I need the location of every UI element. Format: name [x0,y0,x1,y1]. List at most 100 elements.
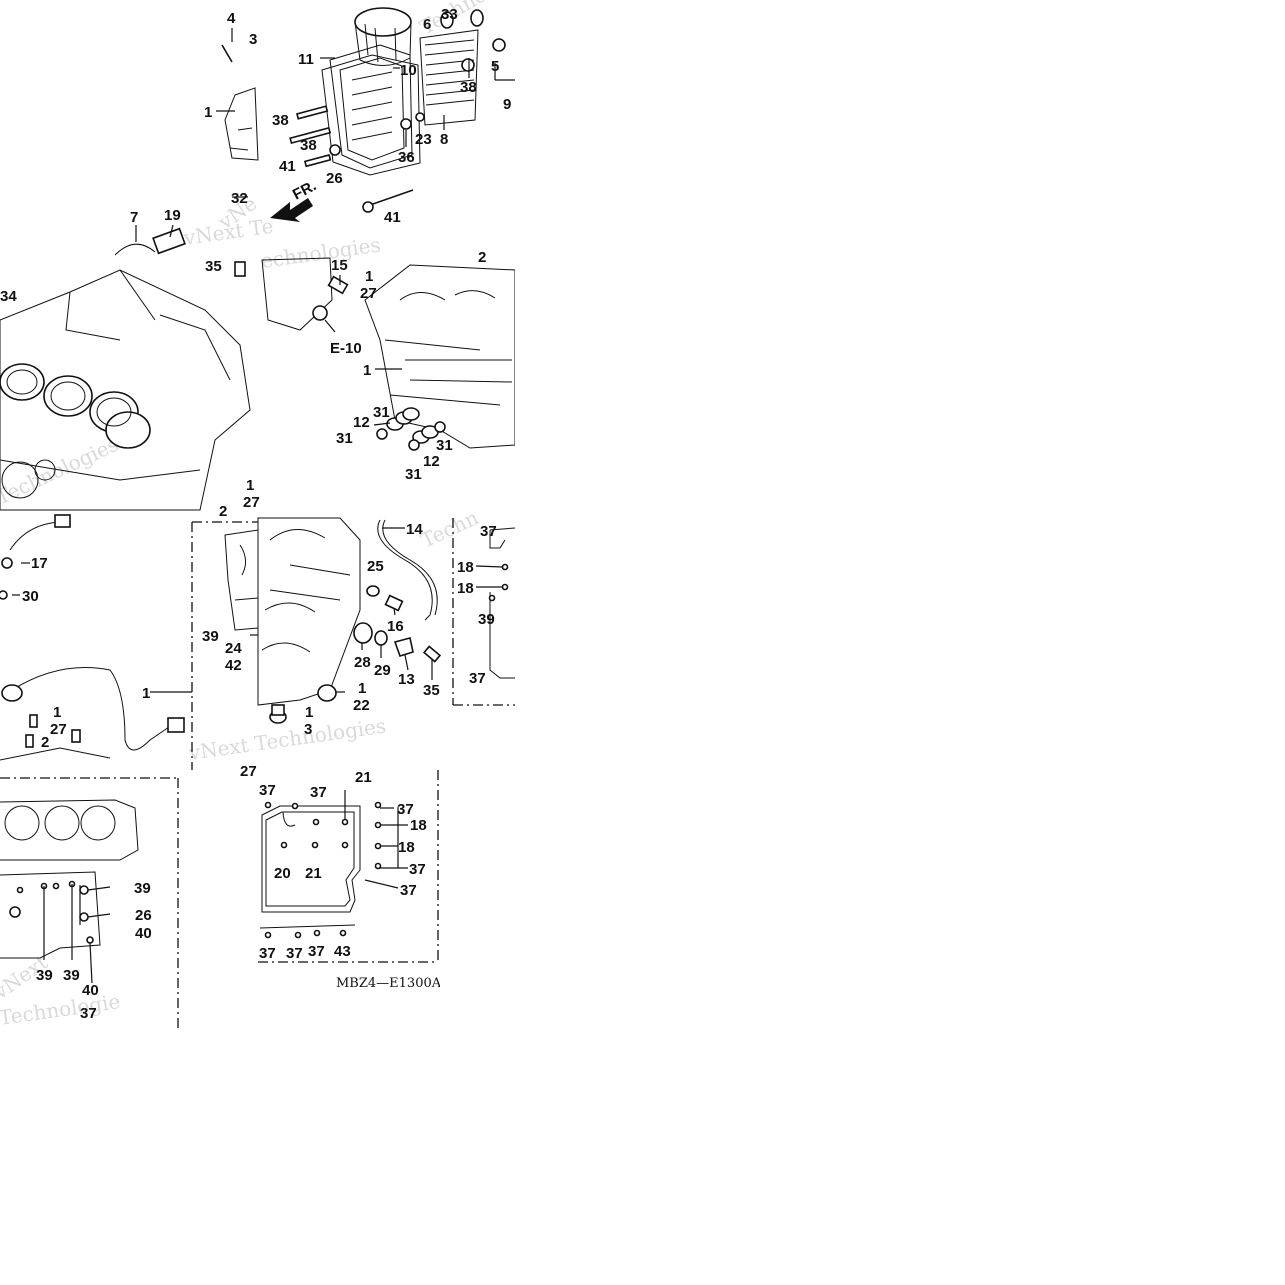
panel-harness [0,514,259,770]
callout-29: 29 [374,662,391,679]
callout-35: 35 [423,682,440,699]
callout-38: 38 [460,79,477,96]
callout-37: 37 [480,523,497,540]
callout-25: 25 [367,558,384,575]
direction-label: FR. [290,177,319,203]
panel-cylinder-block [0,28,259,511]
callout-40: 40 [135,925,152,942]
callout-43: 43 [334,943,351,960]
callout-7: 7 [130,209,138,226]
callout-1: 1 [204,104,212,121]
callout-22: 22 [353,697,370,714]
callout-21: 21 [305,865,322,882]
callout-18: 18 [457,559,474,576]
callout-27: 27 [50,721,67,738]
callout-28: 28 [354,654,371,671]
leader-lines [12,57,515,984]
callout-37: 37 [259,782,276,799]
callout-5: 5 [491,58,499,75]
callout-15: 15 [331,257,348,274]
callout-13: 13 [398,671,415,688]
callout-12: 12 [423,453,440,470]
blank-area [180,1030,1285,1285]
callout-1: 1 [142,685,150,702]
callout-1: 1 [363,362,371,379]
callout-37: 37 [80,1005,97,1022]
watermark-text: echnologies [259,232,382,273]
callout-3: 3 [249,31,257,48]
watermark-text: Technologie [0,989,122,1030]
callout-37: 37 [469,670,486,687]
callout-39: 39 [36,967,53,984]
callout-37: 37 [310,784,327,801]
callout-31: 31 [405,466,422,483]
callout-1: 1 [246,477,254,494]
callout-18: 18 [457,580,474,597]
callout-1: 1 [305,704,313,721]
callout-42: 42 [225,657,242,674]
callout-31: 31 [336,430,353,447]
callout-37: 37 [286,945,303,962]
callout-23: 23 [415,131,432,148]
blank-area [440,770,1285,1030]
blank-area [515,0,1285,770]
reference-label: E-10 [330,340,362,357]
callout-18: 18 [410,817,427,834]
callout-16: 16 [387,618,404,635]
callout-11: 11 [298,51,314,68]
callout-21: 21 [355,769,372,786]
callout-26: 26 [326,170,343,187]
callout-2: 2 [478,249,486,266]
callout-38: 38 [300,137,317,154]
callout-2: 2 [41,734,49,751]
callout-39: 39 [202,628,219,645]
callout-37: 37 [259,945,276,962]
callout-10: 10 [400,62,417,79]
callout-14: 14 [406,521,423,538]
callout-27: 27 [240,763,257,780]
blank-area [0,1028,180,1285]
callout-37: 37 [308,943,325,960]
callout-30: 30 [22,588,39,605]
callout-2: 2 [219,503,227,520]
watermark-text: Techn [417,505,482,552]
callout-1: 1 [53,704,61,721]
panel-crankcase [257,517,516,724]
callout-27: 27 [243,494,260,511]
callout-12: 12 [353,414,370,431]
callout-41: 41 [384,209,401,226]
watermark-text: vNext Technologies [186,714,387,766]
callout-19: 19 [164,207,181,224]
callout-1: 1 [365,268,373,285]
callout-31: 31 [373,404,390,421]
callout-37: 37 [400,882,417,899]
callout-33: 33 [441,6,458,23]
callout-35: 35 [205,258,222,275]
callout-31: 31 [436,437,453,454]
diagram-code: MBZ4—E1300A [336,976,442,991]
callout-41: 41 [279,158,296,175]
callout-37: 37 [397,801,414,818]
callout-40: 40 [82,982,99,999]
callout-32: 32 [231,190,248,207]
callout-24: 24 [225,640,242,657]
callout-17: 17 [31,555,48,572]
panel-oil-pan: MBZ4—E1300A [258,770,442,991]
callout-34: 34 [0,288,17,305]
callout-3: 3 [304,721,312,738]
callout-6: 6 [423,16,431,33]
callout-27: 27 [360,285,377,302]
callout-8: 8 [440,131,448,148]
callout-37: 37 [409,861,426,878]
callout-39: 39 [63,967,80,984]
callout-38: 38 [272,112,289,129]
callout-18: 18 [398,839,415,856]
callout-26: 26 [135,907,152,924]
callout-4: 4 [227,10,236,27]
callout-layer: 4 3 1 33 6 11 10 5 38 9 38 38 41 23 8 36… [0,6,511,1022]
callout-39: 39 [478,611,495,628]
callout-39: 39 [134,880,151,897]
callout-20: 20 [274,865,291,882]
callout-36: 36 [398,149,415,166]
